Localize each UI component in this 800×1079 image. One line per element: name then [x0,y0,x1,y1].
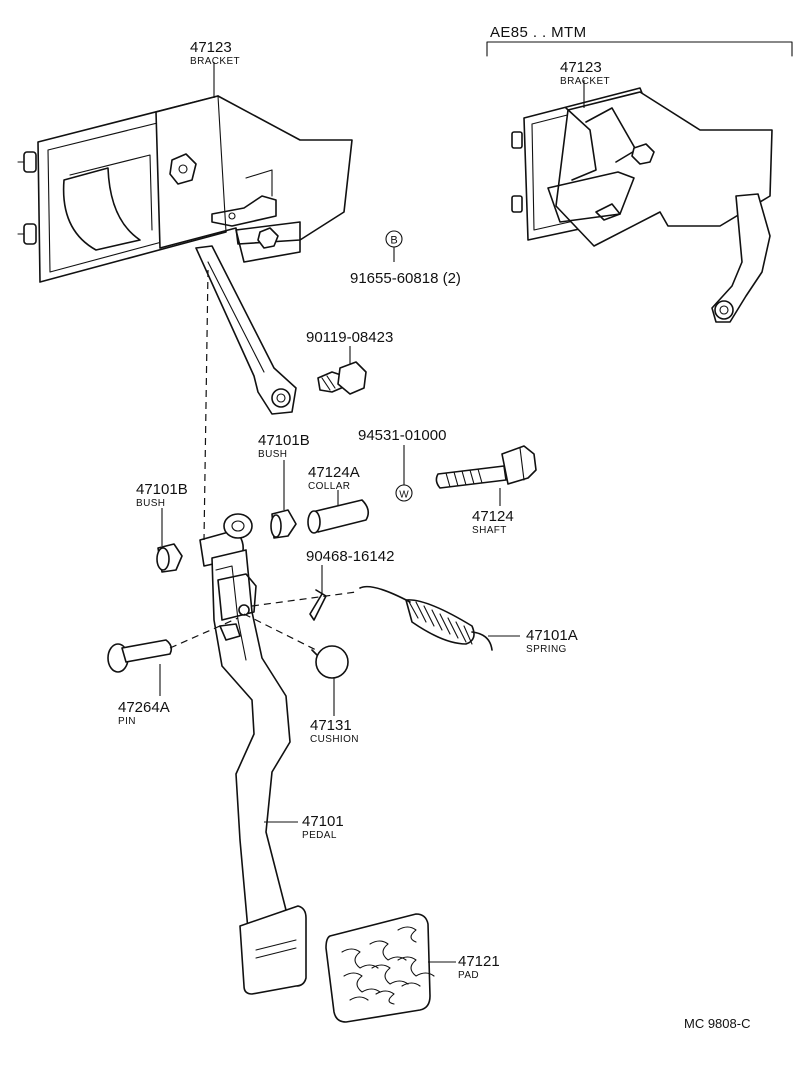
bush-left-part-no: 47101B [136,481,188,498]
pin-drawing [107,639,173,696]
pedal-drawing [199,513,307,995]
main-bracket-drawing [17,95,353,415]
drawing-code: MC 9808-C [684,1016,750,1031]
collar-part-no: 47124A [308,464,360,481]
pad-name: PAD [458,970,479,981]
spring-part-no: 47101A [526,627,578,644]
callout-shaft: 47124 SHAFT [472,508,514,536]
pin-part-no: 47264A [118,699,170,716]
spring-drawing [359,585,520,651]
shaft-drawing [435,445,537,506]
pad-part-no: 47121 [458,953,500,970]
assembly-dashed-lines [169,269,357,651]
shaft-part-no: 47124 [472,508,514,525]
cushion-name: CUSHION [310,734,359,745]
bush-right-part-no: 47101B [258,432,310,449]
bracket-main-name: BRACKET [190,56,240,67]
pedal-name: PEDAL [302,830,337,841]
callout-collar: 47124A COLLAR [308,464,360,492]
callout-clip: 90468-16142 [306,548,394,565]
bolt-b-symbol: B [385,230,403,262]
clip-drawing [309,565,327,621]
pad-drawing [325,913,456,1023]
bush-right-drawing [270,460,297,539]
bracket-variant-part-no: 47123 [560,59,602,76]
leader-lines [213,62,585,823]
collar-drawing [307,490,370,534]
variant-label: AE85 . . MTM [490,24,587,41]
callout-bracket-variant: 47123 BRACKET [560,59,610,87]
collar-name: COLLAR [308,481,350,492]
bolt-b-part-no: 91655-60818 (2) [350,270,461,287]
callout-washer: 94531-01000 [358,427,446,444]
clip-part-no: 90468-16142 [306,548,394,565]
bracket-main-part-no: 47123 [190,39,232,56]
washer-symbol-letter: W [399,490,409,501]
bush-left-name: BUSH [136,498,165,509]
washer-part-no: 94531-01000 [358,427,446,444]
callout-pad: 47121 PAD [458,953,500,981]
variant-bracket-line [486,41,793,57]
callout-bracket-main: 47123 BRACKET [190,39,240,67]
callout-bolt-b: 91655-60818 (2) [350,270,461,287]
shaft-name: SHAFT [472,525,507,536]
variant-header: AE85 . . MTM [486,24,793,57]
callout-bush-left: 47101B BUSH [136,481,188,509]
callout-bush-right: 47101B BUSH [258,432,310,460]
pedal-part-no: 47101 [302,813,344,830]
washer-symbol: W [395,445,413,502]
callout-spring: 47101A SPRING [526,627,578,655]
callout-cushion: 47131 CUSHION [310,717,359,745]
bracket-variant-name: BRACKET [560,76,610,87]
cushion-part-no: 47131 [310,717,352,734]
bush-right-name: BUSH [258,449,287,460]
bolt-b-symbol-letter: B [390,235,397,247]
nut-part-no: 90119-08423 [306,329,393,346]
cushion-drawing [311,645,349,716]
bush-left-drawing [156,508,183,573]
callout-nut: 90119-08423 [306,329,393,346]
pin-name: PIN [118,716,136,727]
variant-bracket-drawing [511,87,773,323]
callout-pedal: 47101 PEDAL [302,813,344,841]
nut-drawing [317,346,367,395]
spring-name: SPRING [526,644,567,655]
callout-pin: 47264A PIN [118,699,170,727]
